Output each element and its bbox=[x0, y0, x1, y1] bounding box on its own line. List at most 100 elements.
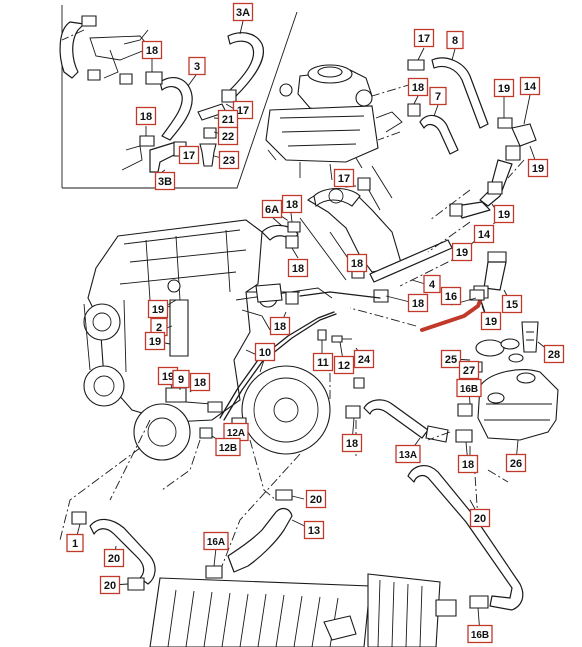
callout-16: 16 bbox=[440, 286, 462, 306]
callout-4: 4 bbox=[423, 274, 441, 294]
callout-18: 18 bbox=[457, 454, 479, 474]
callout-20: 20 bbox=[305, 489, 327, 509]
callout-text: 20 bbox=[310, 494, 322, 506]
callout-20: 20 bbox=[469, 508, 491, 528]
callout-17: 17 bbox=[333, 168, 355, 188]
callout-box bbox=[203, 531, 229, 551]
callout-26: 26 bbox=[505, 453, 527, 473]
callout-text: 19 bbox=[498, 209, 510, 221]
callout-19: 19 bbox=[493, 204, 515, 224]
callout-text: 4 bbox=[429, 279, 436, 291]
callout-box bbox=[395, 444, 421, 464]
callout-8: 8 bbox=[446, 30, 464, 50]
callout-box bbox=[147, 299, 169, 319]
callout-18: 18 bbox=[141, 40, 163, 60]
callout-box bbox=[480, 311, 502, 331]
callout-box bbox=[218, 150, 240, 170]
callout-text: 19 bbox=[162, 371, 174, 383]
callout-text: 14 bbox=[478, 229, 491, 241]
callout-box bbox=[407, 293, 429, 313]
callout-10: 10 bbox=[254, 342, 276, 362]
callout-text: 1 bbox=[72, 538, 78, 550]
callout-box bbox=[261, 199, 283, 219]
callout-box bbox=[333, 355, 355, 375]
callout-text: 11 bbox=[317, 357, 329, 369]
callout-text: 19 bbox=[456, 247, 468, 259]
callout-text: 18 bbox=[274, 321, 286, 333]
callout-box bbox=[178, 145, 200, 165]
callout-text: 7 bbox=[435, 91, 441, 103]
callout-text: 21 bbox=[222, 114, 234, 126]
callout-18: 18 bbox=[346, 253, 368, 273]
callout-19: 19 bbox=[147, 299, 169, 319]
callout-17: 17 bbox=[178, 145, 200, 165]
callout-text: 22 bbox=[222, 131, 234, 143]
callout-box bbox=[99, 575, 121, 595]
callout-22: 22 bbox=[217, 126, 239, 146]
callout-text: 17 bbox=[183, 150, 195, 162]
callout-box bbox=[458, 360, 480, 380]
callout-19: 19 bbox=[451, 242, 473, 262]
callout-text: 20 bbox=[474, 513, 486, 525]
callout-16a: 16A bbox=[203, 531, 229, 551]
callout-box bbox=[254, 342, 276, 362]
callout-box bbox=[346, 253, 368, 273]
callout-19: 19 bbox=[493, 78, 515, 98]
callout-12b: 12B bbox=[215, 437, 241, 457]
callout-3: 3 bbox=[188, 56, 206, 76]
callout-19: 19 bbox=[144, 331, 166, 351]
callout-text: 10 bbox=[259, 347, 271, 359]
callout-text: 12A bbox=[227, 428, 245, 439]
callout-13a: 13A bbox=[395, 444, 421, 464]
callout-box bbox=[189, 372, 211, 392]
callout-box bbox=[305, 489, 327, 509]
callout-box bbox=[188, 56, 206, 76]
callout-box bbox=[312, 352, 334, 372]
callout-box bbox=[505, 453, 527, 473]
callout-text: 20 bbox=[108, 553, 120, 565]
callout-box bbox=[440, 349, 462, 369]
callout-text: 23 bbox=[223, 155, 235, 167]
callout-20: 20 bbox=[99, 575, 121, 595]
callout-text: 18 bbox=[194, 377, 206, 389]
callout-18: 18 bbox=[135, 106, 157, 126]
callout-box bbox=[217, 126, 239, 146]
callout-18: 18 bbox=[341, 433, 363, 453]
callout-box bbox=[527, 158, 549, 178]
callout-text: 28 bbox=[548, 349, 560, 361]
callout-18: 18 bbox=[269, 316, 291, 336]
callout-text: 2 bbox=[156, 322, 162, 334]
callout-text: 19 bbox=[485, 316, 497, 328]
callout-box bbox=[135, 106, 157, 126]
callout-box bbox=[457, 454, 479, 474]
callout-1: 1 bbox=[66, 533, 84, 553]
callout-box bbox=[407, 77, 429, 97]
engine-block bbox=[83, 219, 333, 461]
callout-text: 17 bbox=[338, 173, 350, 185]
callout-box bbox=[353, 349, 375, 369]
callout-text: 18 bbox=[146, 45, 158, 57]
callout-box bbox=[333, 168, 355, 188]
callout-14: 14 bbox=[473, 224, 495, 244]
callout-box bbox=[493, 78, 515, 98]
callout-box bbox=[103, 548, 125, 568]
callout-text: 3 bbox=[194, 61, 200, 73]
callout-11: 11 bbox=[312, 352, 334, 372]
callout-14: 14 bbox=[519, 76, 541, 96]
expansion-tank bbox=[469, 321, 559, 441]
highlighted-hose bbox=[420, 294, 484, 332]
callout-box bbox=[473, 224, 495, 244]
callout-text: 18 bbox=[346, 438, 358, 450]
callout-28: 28 bbox=[543, 344, 565, 364]
callout-21: 21 bbox=[217, 109, 239, 129]
callout-text: 18 bbox=[462, 459, 474, 471]
callout-18: 18 bbox=[407, 77, 429, 97]
callout-15: 15 bbox=[501, 294, 523, 314]
callout-text: 12 bbox=[338, 360, 350, 372]
callout-19: 19 bbox=[527, 158, 549, 178]
callout-text: 3B bbox=[158, 176, 172, 188]
callout-text: 3A bbox=[236, 7, 250, 19]
callout-24: 24 bbox=[353, 349, 375, 369]
callout-text: 20 bbox=[104, 580, 116, 592]
